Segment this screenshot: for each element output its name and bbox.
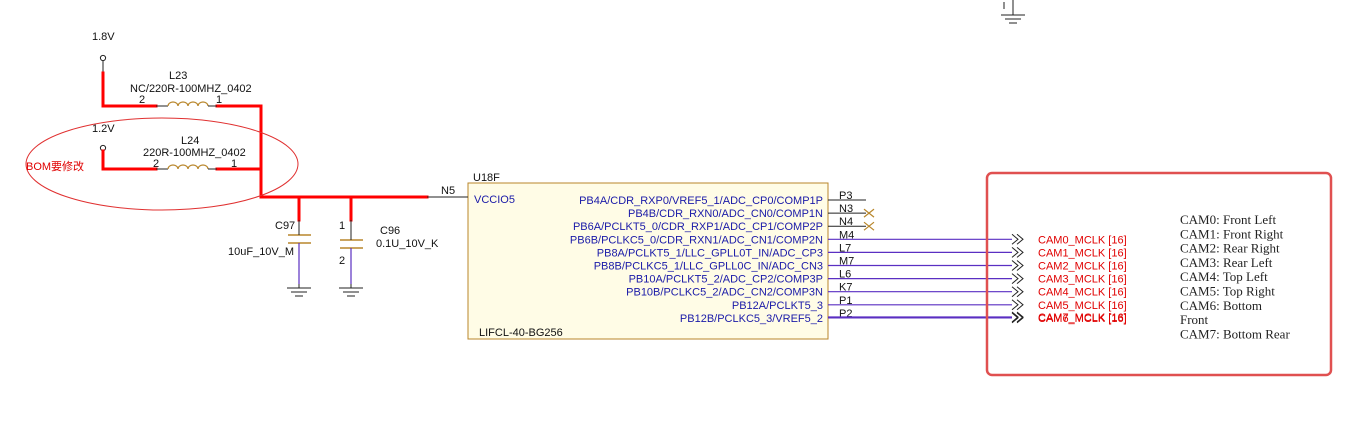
ic-pin: PB8B/PCLKC5_1/LLC_GPLL0C_IN/ADC_CN3 M7 CAM… — [594, 256, 1127, 273]
ground-symbol-c96 — [339, 284, 363, 297]
ic-u18f: U18F LIFCL-40-BG256 N5 VCCIO5 — [427, 172, 829, 340]
camera-note-line: Front — [1180, 312, 1209, 327]
ic-pin: PB8A/PCLKT5_1/LLC_GPLL0T_IN/ADC_CP3 L7 CAM… — [597, 242, 1127, 259]
net-port-arrow — [1011, 233, 1019, 245]
net-label: CAM2_MCLK [16] — [1038, 261, 1127, 273]
power-label-1v2: 1.2V — [92, 123, 115, 135]
l24-pin-2: 2 — [153, 158, 159, 170]
c97-ref: C97 — [275, 220, 295, 232]
ic-pin-num: M4 — [839, 229, 854, 241]
bom-note: BOM要修改 — [26, 159, 84, 173]
ground-symbol-c97 — [287, 284, 311, 297]
inductor-l23: L23 NC/220R-100MHZ_0402 2 1 — [130, 70, 252, 107]
c97-value: 10uF_10V_M — [228, 246, 294, 258]
ic-pin-name: PB6A/PCLKT5_0/CDR_RXP1/ADC_CP1/COMP2P — [573, 221, 823, 233]
net-label: CAM1_MCLK [16] — [1038, 247, 1127, 259]
ic-pin-num: L7 — [839, 242, 851, 254]
net-label-cam7: CAM7_MCLK [16] — [1038, 312, 1127, 324]
net-port-arrow — [1011, 273, 1019, 284]
net-port-arrow — [1011, 247, 1019, 258]
inductor-l24: L24 220R-100MHZ_0402 2 1 — [143, 135, 246, 170]
c96-ref: C96 — [380, 225, 400, 237]
ic-pin: PB10A/PCLKT5_2/ADC_CP2/COMP3P L6 CAM3_MCLK… — [629, 269, 1127, 286]
c96-pin-1: 1 — [339, 220, 345, 232]
ic-pin-name: PB4B/CDR_RXN0/ADC_CN0/COMP1N — [628, 208, 823, 220]
ic-pin-num: N3 — [839, 203, 853, 215]
power-label-1v8: 1.8V — [92, 31, 115, 43]
net-port-arrow — [1011, 312, 1019, 324]
ic-pin-num: P1 — [839, 295, 852, 307]
l23-pin-2: 2 — [139, 94, 145, 106]
ic-pin: PB6B/PCLKC5_0/CDR_RXN1/ADC_CN1/COMP2N M4 C… — [570, 229, 1127, 246]
capacitor-c96: 1 C96 0.1U_10V_K 2 — [339, 220, 439, 297]
ic-pin-num: K7 — [839, 282, 852, 294]
ic-part: LIFCL-40-BG256 — [479, 327, 563, 339]
power-net-wires — [101, 71, 429, 222]
net-label: CAM6_MCLK [16] — [1038, 313, 1127, 325]
ic-pin-name: PB4A/CDR_RXP0/VREF5_1/ADC_CP0/COMP1P — [579, 195, 823, 207]
ic-pin-name: PB8A/PCLKT5_1/LLC_GPLL0T_IN/ADC_CP3 — [597, 247, 823, 259]
net-label: CAM4_MCLK [16] — [1038, 287, 1127, 299]
camera-note-line: CAM0: Front Left — [1180, 212, 1276, 227]
net-port-arrow — [1011, 299, 1019, 311]
ic-pin-num: M7 — [839, 256, 854, 268]
c96-pin-2: 2 — [339, 255, 345, 267]
capacitor-c97: C97 10uF_10V_M — [228, 220, 311, 297]
bom-annotation: BOM要修改 — [25, 117, 299, 211]
power-port-1v2: 1.2V — [92, 123, 115, 152]
camera-note-line: CAM1: Front Right — [1180, 226, 1284, 241]
ic-pin-name: PB10B/PCLKC5_2/ADC_CN2/COMP3N — [626, 287, 823, 299]
l24-pin-1: 1 — [231, 158, 237, 170]
ic-power-pin-name: VCCIO5 — [474, 194, 515, 206]
l23-pin-1: 1 — [216, 94, 222, 106]
ic-pin-name: PB8B/PCLKC5_1/LLC_GPLL0C_IN/ADC_CN3 — [594, 261, 823, 273]
ic-pin: PB10B/PCLKC5_2/ADC_CN2/COMP3N K7 CAM4_MCLK… — [626, 282, 1127, 299]
ic-pin: PB12A/PCLKT5_3 P1 CAM5_MCLK [16] — [732, 295, 1127, 312]
l24-value: 220R-100MHZ_0402 — [143, 147, 246, 159]
camera-note-line: CAM3: Rear Left — [1180, 255, 1273, 270]
net-port-arrow — [1011, 260, 1019, 271]
ic-pin-num: N4 — [839, 216, 853, 228]
camera-note-line: CAM2: Rear Right — [1180, 241, 1280, 256]
l23-ref: L23 — [169, 70, 187, 82]
camera-note-line: CAM5: Top Right — [1180, 284, 1275, 299]
ic-pin-name: PB6B/PCLKC5_0/CDR_RXN1/ADC_CN1/COMP2N — [570, 234, 823, 246]
net-label: CAM5_MCLK [16] — [1038, 300, 1127, 312]
ic-pin: PB4B/CDR_RXN0/ADC_CN0/COMP1N N3 — [628, 203, 875, 220]
ic-pin-num: L6 — [839, 269, 851, 281]
camera-note-line: CAM7: Bottom Rear — [1180, 326, 1290, 341]
ic-pin: PB6A/PCLKT5_0/CDR_RXP1/ADC_CP1/COMP2P N4 — [573, 216, 875, 233]
l23-value: NC/220R-100MHZ_0402 — [130, 83, 252, 95]
ic-power-pin-num: N5 — [441, 185, 455, 197]
ic-pin-name: PB12B/PCLKC5_3/VREF5_2 — [680, 313, 823, 325]
ic-pin-name: PB12A/PCLKT5_3 — [732, 300, 823, 312]
ground-symbol-top — [1001, 0, 1025, 24]
ic-pin-num: P3 — [839, 190, 852, 202]
net-label: CAM3_MCLK [16] — [1038, 274, 1127, 286]
camera-note-line: CAM6: Bottom — [1180, 298, 1262, 313]
camera-notes-box — [985, 171, 1333, 377]
net-port-arrow — [1011, 286, 1019, 298]
ic-pin-name: PB10A/PCLKT5_2/ADC_CP2/COMP3P — [629, 274, 823, 286]
ic-ref: U18F — [473, 172, 500, 184]
net-cam7: CAM7_MCLK [16] — [828, 311, 1127, 324]
camera-note-line: CAM4: Top Left — [1180, 269, 1268, 284]
power-port-1v8: 1.8V — [92, 31, 115, 73]
net-label: CAM0_MCLK [16] — [1038, 234, 1127, 246]
ic-pin: PB4A/CDR_RXP0/VREF5_1/ADC_CP0/COMP1P P3 — [579, 190, 866, 207]
c96-value: 0.1U_10V_K — [376, 238, 439, 250]
l24-ref: L24 — [181, 135, 199, 147]
